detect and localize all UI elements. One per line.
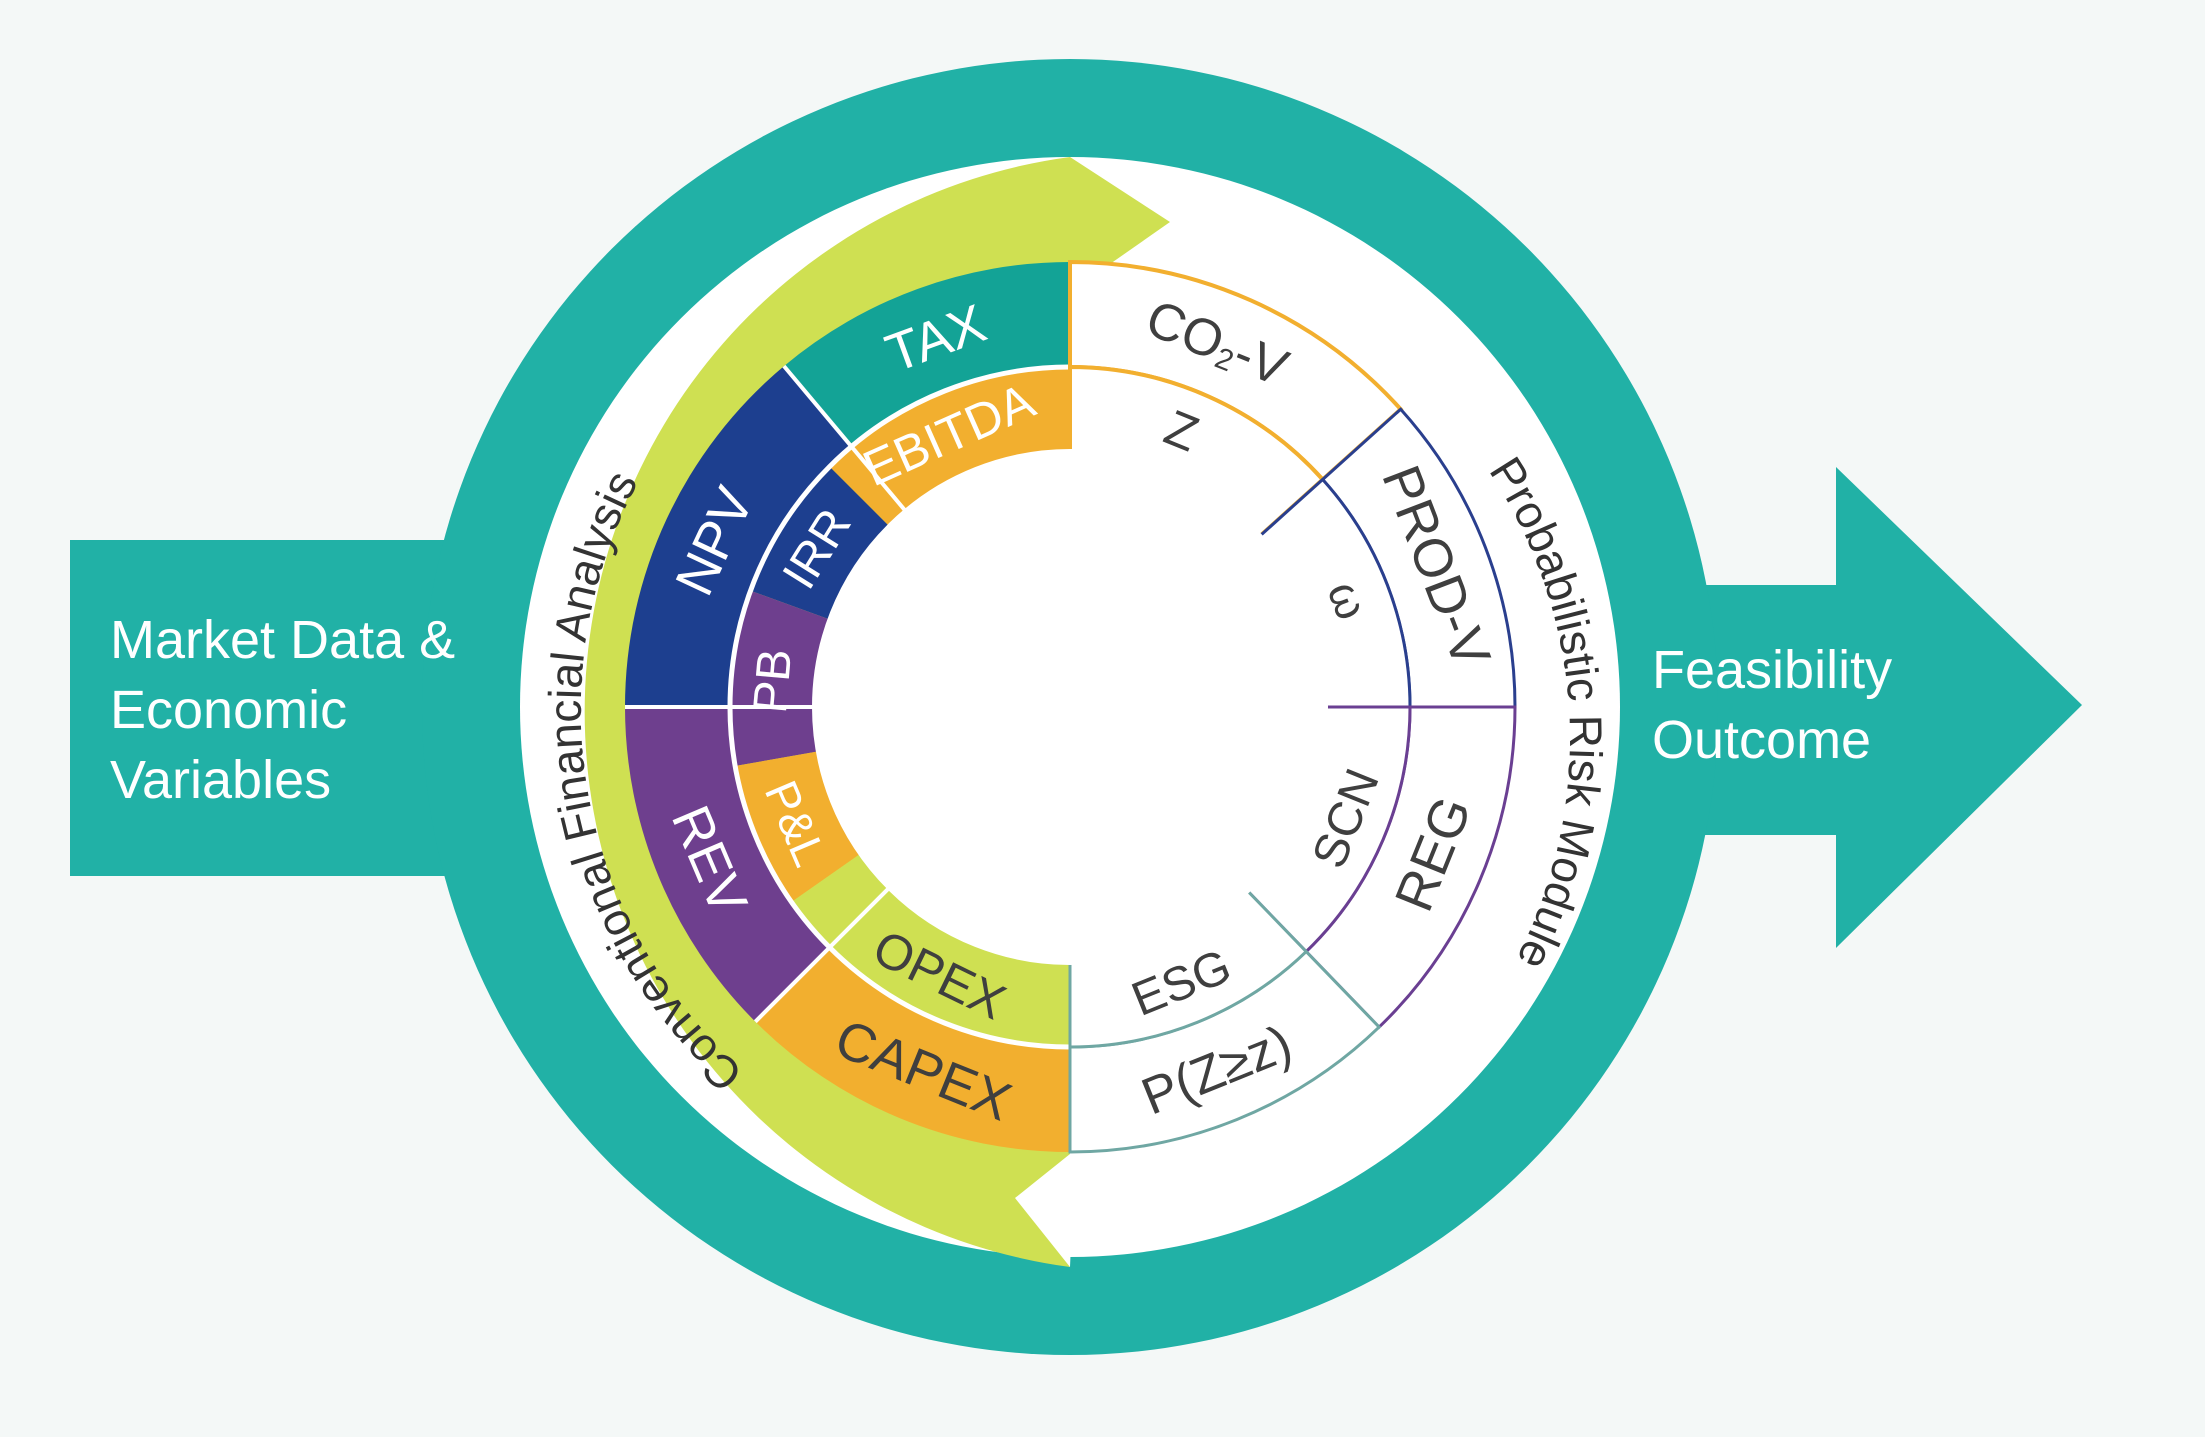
- input-label-line3: Variables: [110, 750, 332, 810]
- output-label: Feasibility Outcome: [1652, 635, 1892, 775]
- output-arrow-head: [1836, 467, 2082, 948]
- segment-tax: [783, 262, 1070, 447]
- input-label-line1: Market Data &: [110, 610, 456, 670]
- segment-pb: [730, 590, 831, 767]
- output-label-line1: Feasibility: [1652, 640, 1893, 700]
- segment-npv: [625, 366, 852, 707]
- inner-core-edge: [812, 449, 1328, 965]
- segment-divider-left-2: [753, 885, 892, 1024]
- label-pb: PB: [744, 647, 802, 715]
- segment-opex: [791, 853, 1070, 1047]
- segment-capex: [755, 947, 1070, 1152]
- segment-pl: [735, 751, 862, 903]
- segment-ebitda: [829, 367, 1070, 527]
- lime-band-notch: [1015, 1150, 1075, 1267]
- inner-core: [815, 452, 1325, 962]
- segment-rev: [625, 707, 830, 1022]
- ring-segments: [625, 259, 1517, 1154]
- segment-divider-left-0: [782, 364, 908, 513]
- output-label-line2: Outcome: [1652, 710, 1872, 770]
- left-ring-divider: [727, 364, 1071, 1050]
- input-label: Market Data & Economic Variables: [110, 605, 455, 815]
- input-label-line2: Economic: [110, 680, 348, 740]
- segment-irr: [750, 466, 890, 620]
